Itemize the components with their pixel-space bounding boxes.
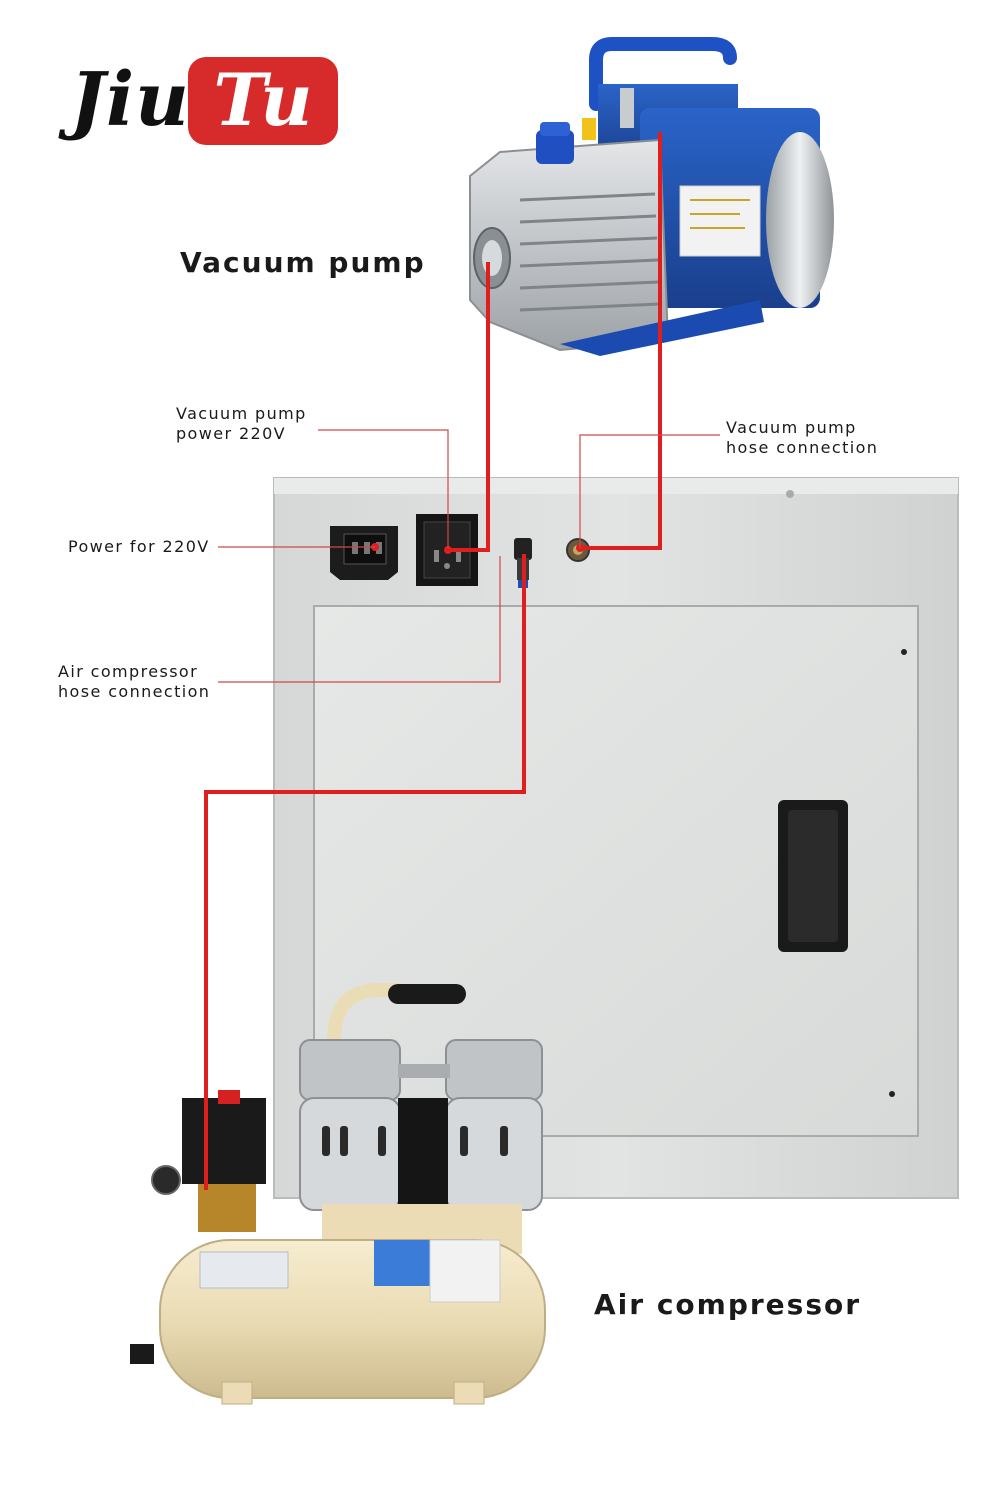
callout-line: hose connection [58,682,211,701]
callout-line: power 220V [176,424,287,443]
brand-name-part2: Tu [213,57,313,142]
connection-lines [204,132,662,1190]
callout-vacuum-pump-hose: Vacuum pump hose connection [726,418,878,458]
callout-power-220v: Power for 220V [68,537,210,557]
callout-line: Vacuum pump [176,404,307,423]
leader-pump-power [318,429,449,548]
brand-logo: Jiu Tu [70,55,350,150]
leader-vacuum-hose [579,434,720,548]
callout-vacuum-pump-power: Vacuum pump power 220V [176,404,307,444]
air-compressor-image [130,983,546,1405]
pump-power-cable [448,262,490,552]
brand-badge: Tu [188,57,338,145]
callout-air-compressor-hose: Air compressor hose connection [58,662,210,702]
leader-air-hose [218,556,501,683]
leader-lines [218,429,720,683]
door-handle[interactable] [778,800,848,952]
callout-line: Vacuum pump [726,418,857,437]
callout-line: Power for 220V [68,537,210,556]
vacuum-hose-route [580,132,662,550]
callout-line: hose connection [726,438,879,457]
brand-name-part1: Jiu [70,57,190,143]
callout-line: Air compressor [58,662,199,681]
air-hose-route [204,554,526,1190]
vacuum-pump-image [469,37,834,356]
air-compressor-title: Air compressor [594,1288,862,1321]
vacuum-pump-title: Vacuum pump [180,246,426,279]
power-inlet[interactable] [330,526,398,580]
